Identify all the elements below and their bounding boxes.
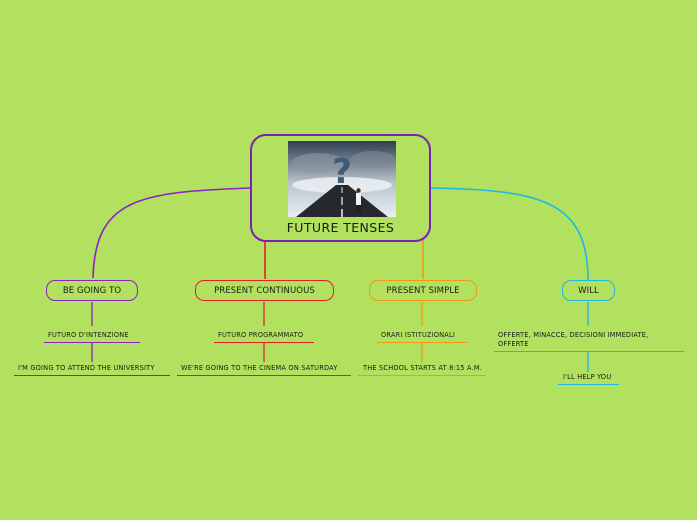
connector-will (430, 187, 589, 281)
topic-label: WILL (578, 285, 599, 296)
subtopic-example-be-going-to[interactable]: I'M GOING TO ATTEND THE UNIVERSITY (18, 364, 155, 372)
topic-label: PRESENT SIMPLE (386, 285, 460, 296)
subtopic-underline (44, 342, 140, 343)
road-question-mark-image: ? (288, 141, 396, 217)
topic-label: PRESENT CONTINUOUS (214, 285, 315, 296)
subtopic-underline (177, 375, 351, 376)
svg-text:?: ? (332, 152, 352, 192)
subtopic-underline (377, 342, 467, 343)
subtopic-orari-istituzionali[interactable]: ORARI ISTITUZIONALI (381, 331, 455, 339)
subtopic-underline (214, 342, 314, 343)
topic-present-simple[interactable]: PRESENT SIMPLE (369, 280, 477, 301)
topic-label: BE GOING TO (62, 285, 122, 296)
connector-be-going-to (92, 187, 251, 279)
topic-will[interactable]: WILL (562, 280, 615, 301)
subtopic-underline (358, 375, 486, 376)
subtopic-example-present-continuous[interactable]: WE'RE GOING TO THE CINEMA ON SATURDAY (181, 364, 338, 372)
root-topic[interactable]: ? FUTURE TENSES (250, 134, 431, 242)
subtopic-underline (558, 384, 619, 385)
subtopic-example-present-simple[interactable]: THE SCHOOL STARTS AT 8:15 A.M. (363, 364, 483, 372)
subtopic-futuro-programmato[interactable]: FUTURO PROGRAMMATO (218, 331, 304, 339)
root-title: FUTURE TENSES (286, 220, 395, 235)
subtopic-example-will[interactable]: I'LL HELP YOU (563, 373, 612, 381)
subtopic-futuro-intenzione[interactable]: FUTURO D'INTENZIONE (48, 331, 129, 339)
subtopic-underline (494, 351, 684, 352)
topic-be-going-to[interactable]: BE GOING TO (46, 280, 138, 301)
subtopic-underline (14, 375, 170, 376)
topic-present-continuous[interactable]: PRESENT CONTINUOUS (195, 280, 334, 301)
subtopic-offerte-minacce[interactable]: OFFERTE, MINACCE, DECISIONI IMMEDIATE, O… (498, 331, 649, 348)
